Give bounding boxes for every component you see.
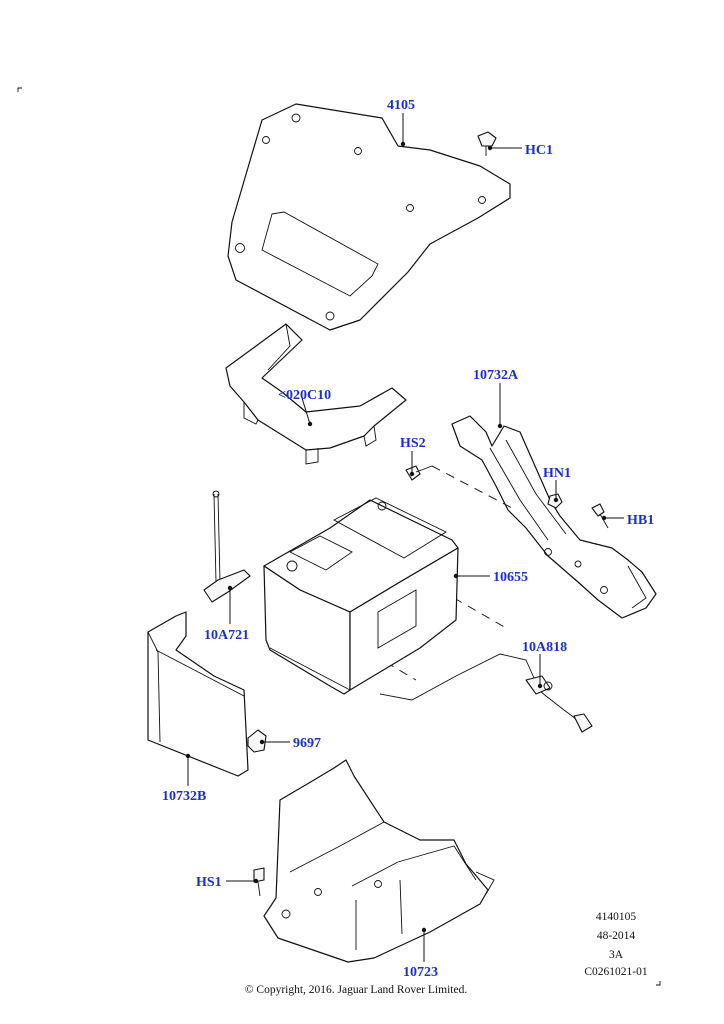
callout-hn1: HN1 xyxy=(543,466,571,481)
battery-cover-part xyxy=(227,103,511,331)
bolt-hs2-part xyxy=(405,465,433,481)
battery-lead-part xyxy=(203,490,251,603)
support-bracket-part xyxy=(225,323,407,465)
battery-tray-bracket-part xyxy=(451,415,657,619)
assembly-line-tray xyxy=(453,597,507,629)
callout-hc1: HC1 xyxy=(525,143,553,158)
callout-020c10: <020C10 xyxy=(278,388,331,403)
clip-hc1-part xyxy=(477,131,497,156)
callout-10732b: 10732B xyxy=(162,789,206,804)
callout-10732a: 10732A xyxy=(473,368,519,383)
callout-4105: 4105 xyxy=(387,98,415,113)
callout-10a818: 10A818 xyxy=(522,640,567,655)
sensor-cable-part xyxy=(379,653,593,733)
meta-line-1: 4140105 xyxy=(596,911,637,923)
copyright-notice: © Copyright, 2016. Jaguar Land Rover Lim… xyxy=(245,984,468,996)
leader-lines xyxy=(185,113,624,962)
clip-9697-part xyxy=(247,729,267,753)
battery-part xyxy=(263,497,459,695)
bolt-hb1-part xyxy=(591,503,609,529)
callout-hs2: HS2 xyxy=(400,436,426,451)
crop-mark-bottom-right xyxy=(656,981,661,986)
callout-10a721: 10A721 xyxy=(204,628,249,643)
crop-mark-top-left xyxy=(17,87,22,92)
callout-hb1: HB1 xyxy=(627,513,654,528)
callout-10723: 10723 xyxy=(403,965,438,980)
meta-line-4: C0261021-01 xyxy=(584,966,648,978)
callout-10655: 10655 xyxy=(493,570,528,585)
lower-battery-tray-part xyxy=(263,759,495,963)
callout-9697: 9697 xyxy=(293,736,321,751)
meta-line-3: 3A xyxy=(609,949,624,961)
callout-hs1: HS1 xyxy=(196,875,222,890)
meta-line-2: 48-2014 xyxy=(597,930,636,942)
bolt-hs1-part xyxy=(253,867,265,897)
battery-side-cover-part xyxy=(147,611,249,777)
